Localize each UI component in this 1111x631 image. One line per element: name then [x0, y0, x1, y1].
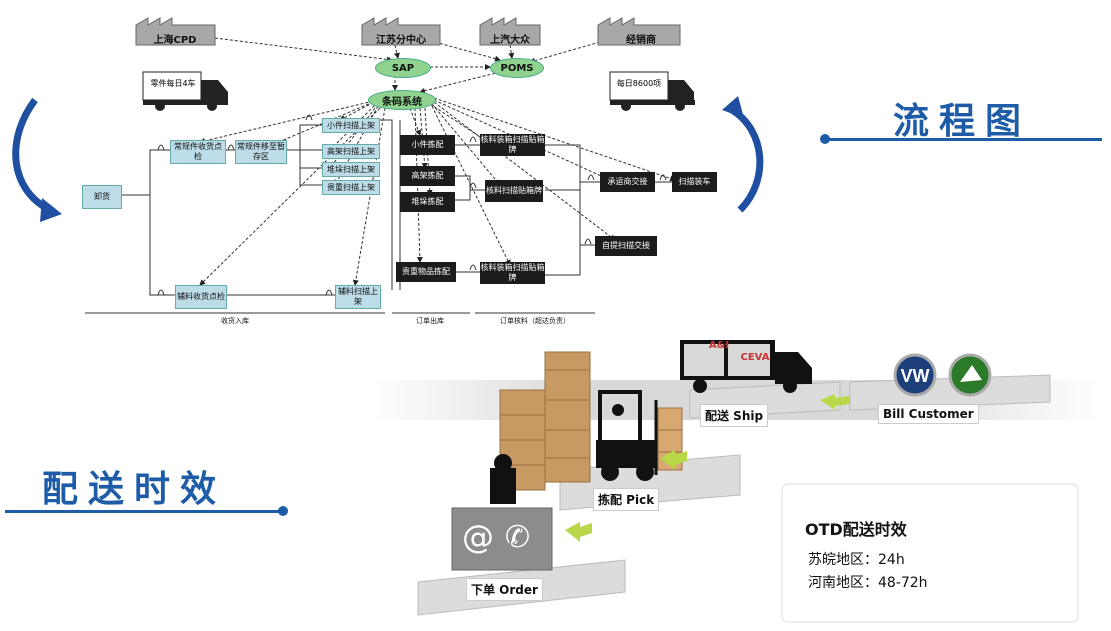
- shelve-high-box: 高架扫描上架: [322, 144, 380, 159]
- regular-move-box: 常规件移至暂存区: [235, 140, 287, 164]
- step-pick: 拣配 Pick: [593, 488, 660, 511]
- factory-icon: [361, 17, 441, 46]
- truck-icon: [142, 71, 228, 111]
- scan-load-box: 扫描装车: [672, 172, 717, 192]
- unload-box: 卸货: [82, 185, 122, 209]
- section-verify: 订单核料（超达负责）: [500, 317, 570, 325]
- title-bullet: [820, 134, 830, 144]
- step-ship: 配送 Ship: [700, 404, 769, 427]
- factory-icon: [597, 17, 681, 46]
- curved-arrow-icon: [730, 107, 764, 213]
- sap-node: SAP: [375, 58, 431, 78]
- otd-line-2: 河南地区：48-72h: [808, 575, 928, 591]
- regular-check-box: 常规件收货点检: [170, 140, 226, 164]
- carrier-handover-box: 承运商交接: [600, 172, 655, 192]
- order-terminal-icon: [451, 454, 553, 571]
- section-receiving: 收货入库: [221, 317, 249, 325]
- svg-text:VW: VW: [901, 366, 930, 386]
- vw-logo-icon: [893, 353, 937, 397]
- pick-small-box: 小件拣配: [400, 135, 455, 155]
- poms-node: POMS: [490, 58, 544, 78]
- truck-icon: [609, 71, 695, 111]
- verify-pack2-box: 核料扫描贴箱牌: [485, 180, 543, 202]
- self-pick-box: 自提扫描交接: [595, 236, 657, 256]
- source-svw: 上汽大众: [490, 35, 530, 46]
- pick-high-box: 高架拣配: [400, 166, 455, 186]
- otd-line-1: 苏皖地区：24h: [808, 552, 905, 568]
- delivery-underline: [5, 510, 287, 513]
- delivery-illustration: VW: [370, 340, 1100, 623]
- arrow-icon: [565, 522, 592, 542]
- pick-stack-box: 堆垛拣配: [400, 192, 455, 212]
- verify-pack1-box: 核料装箱扫描贴箱牌: [480, 134, 545, 156]
- otd-title: OTD配送时效: [805, 520, 907, 539]
- phone-icon: ✆: [505, 520, 531, 555]
- arrow-icon: [820, 394, 850, 410]
- step-customer: Bill Customer: [878, 404, 979, 424]
- shelve-valuable-box: 贵重扫描上架: [322, 180, 380, 195]
- factory-icon: [479, 17, 541, 46]
- shelve-stack-box: 堆垛扫描上架: [322, 162, 380, 177]
- delivery-truck-icon: [680, 340, 812, 393]
- truck-label-right: 每日8600项: [616, 79, 662, 88]
- delivery-bullet: [278, 506, 288, 516]
- curved-arrow-icon: [12, 97, 52, 214]
- forklift-icon: [596, 390, 683, 481]
- step-order: 下单 Order: [466, 578, 543, 601]
- at-icon: @: [462, 518, 494, 556]
- truck-logo-ai: A&I: [708, 340, 730, 351]
- flowchart-connectors: [12, 17, 764, 314]
- factory-icon: [135, 17, 216, 46]
- delivery-title: 配送时效: [42, 469, 227, 510]
- source-cpd: 上海CPD: [153, 35, 197, 46]
- verify-pack3-box: 核料装箱扫描贴箱牌: [480, 262, 545, 284]
- aux-check-box: 辅料收货点检: [175, 285, 227, 309]
- flowchart-title: 流程图: [893, 101, 1032, 142]
- source-dealer: 经销商: [626, 35, 656, 46]
- arrow-icon: [660, 450, 687, 470]
- truck-label-left: 零件每日4车: [150, 79, 196, 88]
- pick-valuable-box: 贵重物品拣配: [396, 262, 456, 282]
- section-outbound: 订单出库: [416, 317, 444, 325]
- shelve-small-box: 小件扫描上架: [322, 118, 380, 133]
- barcode-system-node: 条码系统: [368, 90, 436, 110]
- title-underline: [822, 138, 1102, 141]
- source-jiangsu: 江苏分中心: [376, 35, 426, 46]
- aux-shelve-box: 辅料扫描上架: [335, 285, 381, 309]
- truck-logo-ceva: CEVA: [740, 352, 770, 363]
